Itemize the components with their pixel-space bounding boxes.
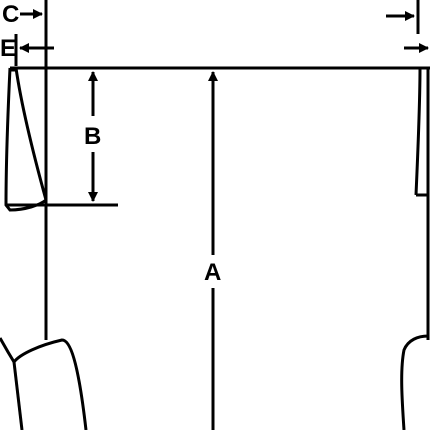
label-b: B bbox=[84, 123, 101, 150]
label-a: A bbox=[204, 259, 221, 286]
label-c: C bbox=[2, 1, 19, 28]
right-handle-outline bbox=[400, 328, 430, 430]
right-jaw-outline bbox=[414, 67, 430, 340]
label-e: E bbox=[0, 35, 16, 62]
left-handle-outline bbox=[0, 337, 88, 430]
left-jaw-inner-line bbox=[14, 67, 48, 201]
left-handle-inner bbox=[12, 361, 24, 430]
